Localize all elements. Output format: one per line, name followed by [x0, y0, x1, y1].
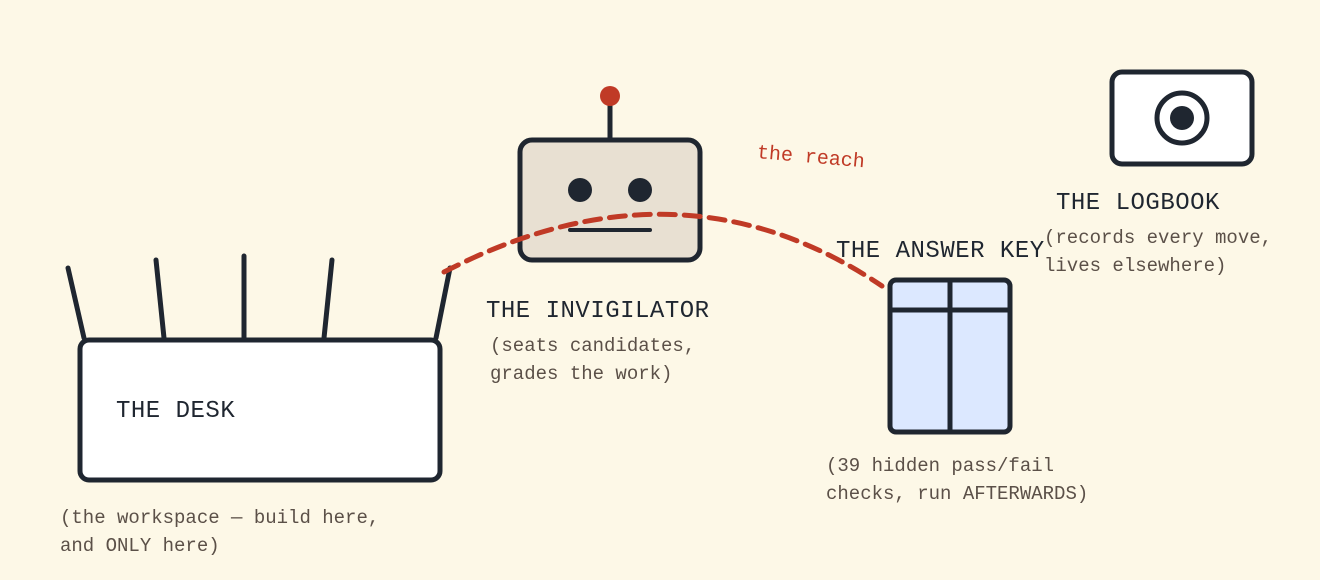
- invigilator-note-line2: grades the work): [490, 363, 673, 385]
- invigilator-title: THE INVIGILATOR: [486, 298, 710, 325]
- logbook-note-line1: (records every move,: [1044, 227, 1273, 249]
- desk-antenna: [65, 265, 87, 341]
- desk-title: THE DESK: [116, 398, 236, 425]
- logbook-lens-ring: [1154, 90, 1210, 146]
- robot-antenna-tip: [600, 86, 620, 106]
- grid-table-icon: [887, 277, 1013, 435]
- robot-head: [517, 137, 703, 263]
- logbook-title: THE LOGBOOK: [1056, 190, 1220, 217]
- camera-icon: [1109, 69, 1255, 167]
- robot-eye-right: [628, 178, 652, 202]
- answer-key-note-line1: (39 hidden pass/fail: [826, 455, 1055, 477]
- desk-note-line2: and ONLY here): [60, 535, 220, 557]
- desk-node: [65, 253, 453, 483]
- desk-antenna: [153, 257, 167, 341]
- robot-eye-left: [568, 178, 592, 202]
- desk-antenna: [433, 265, 453, 341]
- logbook-note-line2: lives elsewhere): [1044, 255, 1227, 277]
- desk-box: [77, 337, 443, 483]
- invigilator-note-line1: (seats candidates,: [490, 335, 696, 357]
- reach-arc: [441, 211, 885, 289]
- desk-note-line1: (the workspace — build here,: [60, 507, 380, 529]
- desk-antenna: [321, 257, 335, 341]
- logbook-lens-center: [1170, 106, 1194, 130]
- answer-key-title: THE ANSWER KEY: [836, 238, 1045, 265]
- robot-icon: [517, 86, 703, 263]
- answer-key-note-line2: checks, run AFTERWARDS): [826, 483, 1089, 505]
